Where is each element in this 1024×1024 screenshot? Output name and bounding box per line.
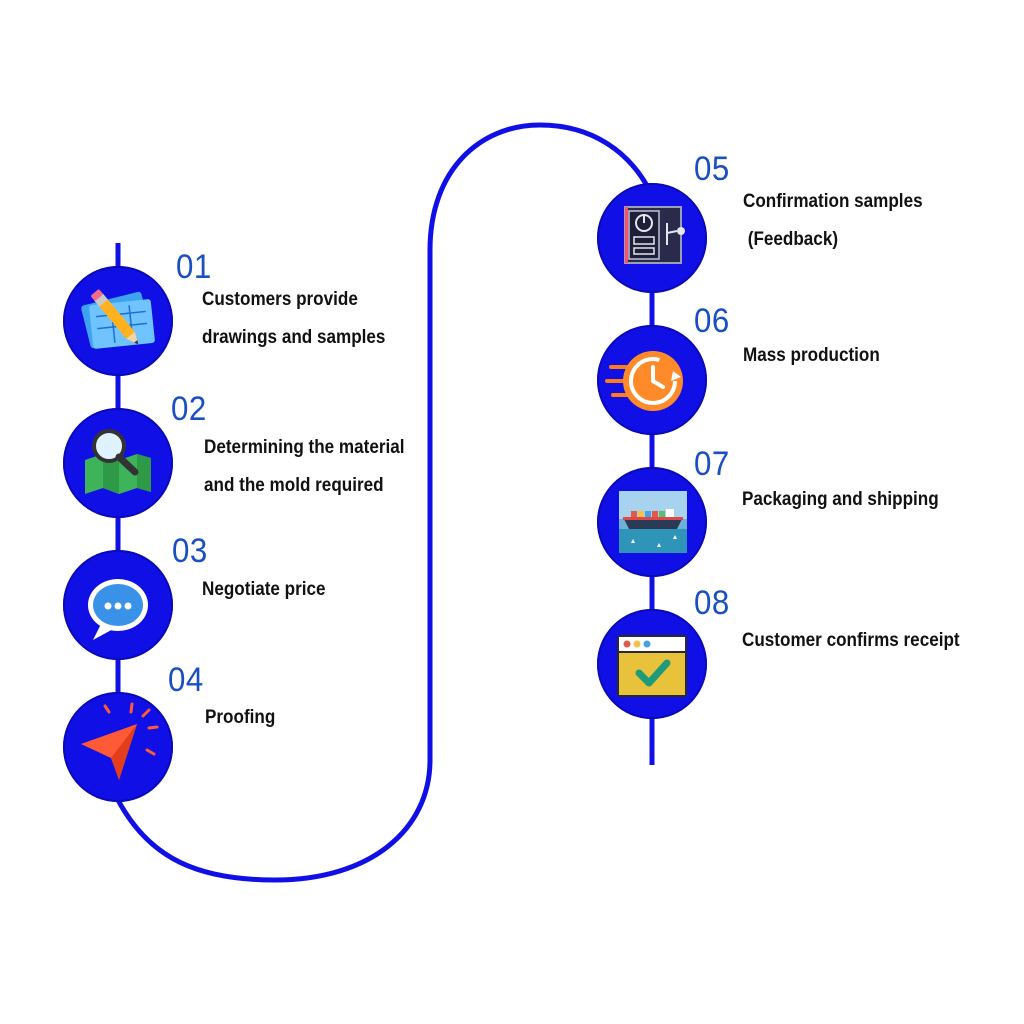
step-01-label-line-1: Customers provide [202,289,358,310]
clock-cycle-icon [605,351,683,411]
checkmark-window-icon [617,635,687,697]
blueprint-pencil-icon [81,289,155,349]
cursor-arrow-icon [81,702,159,780]
step-04-number: 04 [168,661,204,699]
step-01-number: 01 [176,248,212,286]
step-06-node [597,325,707,435]
step-06-number: 06 [694,302,730,340]
step-08-label: Customer confirms receipt [742,622,960,660]
step-03-node [63,550,173,660]
map-magnifier-icon [85,429,151,494]
step-05-node [597,183,707,293]
step-08-number: 08 [694,584,730,622]
step-04-label: Proofing [205,699,275,737]
step-02-label: Determining the material and the mold re… [204,429,405,505]
step-07-label: Packaging and shipping [742,481,939,519]
step-03-number: 03 [172,532,208,570]
step-07-number: 07 [694,445,730,483]
chat-bubble-icon [88,579,148,640]
control-panel-icon [624,206,685,264]
step-01-label: Customers provide drawings and samples [202,281,385,357]
step-08-label-line-1: Customer confirms receipt [742,630,960,651]
step-04-node [63,692,173,802]
step-04-label-line-1: Proofing [205,707,276,728]
step-02-number: 02 [171,390,207,428]
step-03-label-line-1: Negotiate price [202,579,326,600]
step-06-label-line-1: Mass production [743,345,880,366]
connector-line [115,122,655,883]
step-06-label: Mass production [743,337,880,375]
step-05-number: 05 [694,150,730,188]
step-05-label: Confirmation samples (Feedback) [743,183,923,259]
step-08-node [597,609,707,719]
step-02-node [63,408,173,518]
step-02-label-line-1: Determining the material [204,437,405,458]
step-05-label-line-2: (Feedback) [743,229,839,250]
step-03-label: Negotiate price [202,571,326,609]
step-01-node [63,266,173,376]
step-07-node [597,467,707,577]
step-07-label-line-1: Packaging and shipping [742,489,939,510]
cargo-ship-icon [619,491,687,553]
step-01-label-line-2: drawings and samples [202,327,386,348]
step-02-label-line-2: and the mold required [204,475,384,496]
step-05-label-line-1: Confirmation samples [743,191,923,212]
